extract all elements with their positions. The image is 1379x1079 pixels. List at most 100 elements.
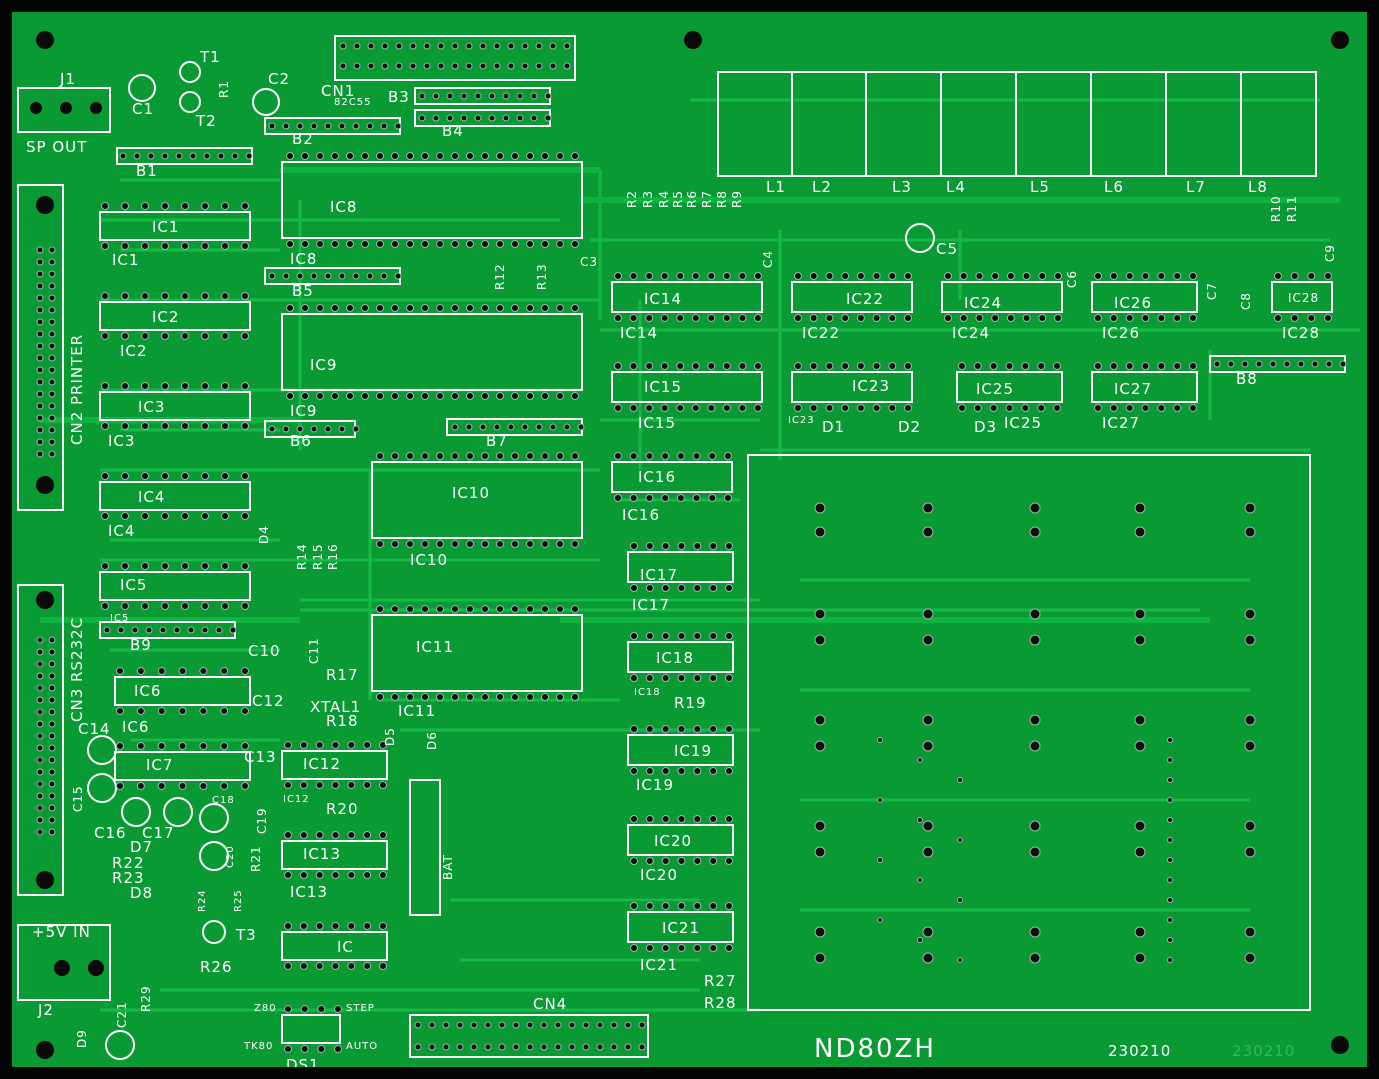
led-label-7: L7	[1186, 178, 1206, 196]
r9-label: R9	[730, 190, 744, 208]
r28-label: R28	[704, 994, 737, 1012]
ic12-label: IC12	[303, 755, 341, 773]
r14-label: R14	[295, 543, 309, 570]
b7-label: B7	[486, 432, 508, 450]
ic27-label: IC27	[1114, 380, 1152, 398]
c14-label: C14	[78, 720, 111, 738]
ic5-label: IC5	[120, 576, 148, 594]
d8-label: D8	[130, 884, 154, 902]
d4-label: D4	[257, 525, 271, 544]
led-label-3: L3	[892, 178, 912, 196]
ic22-label: IC22	[846, 290, 884, 308]
board-revision: 230210	[1108, 1042, 1172, 1060]
t3-label: T3	[236, 926, 257, 944]
j2-label: J2	[38, 1001, 54, 1019]
ic23-ref: IC23	[788, 415, 815, 426]
c21-label: C21	[115, 1001, 129, 1028]
r6-label: R6	[685, 190, 699, 208]
r26-label: R26	[200, 958, 233, 976]
c2-label: C2	[268, 70, 291, 88]
ic17-label: IC17	[640, 566, 678, 584]
j1-label: J1	[60, 70, 76, 88]
ic-label: IC	[337, 938, 354, 956]
d7-label: D7	[130, 838, 154, 856]
ic21-ref: IC21	[640, 956, 678, 974]
c19-label: C19	[255, 807, 269, 834]
r3-label: R3	[641, 190, 655, 208]
ic6-label: IC6	[134, 682, 162, 700]
ic3-label: IC3	[138, 398, 166, 416]
ic15-label: IC15	[644, 378, 682, 396]
r19-label: R19	[674, 694, 707, 712]
ic24-ref: IC24	[952, 324, 990, 342]
ic11-label: IC11	[416, 638, 454, 656]
ic6-ref: IC6	[122, 718, 150, 736]
ic25-ref: IC25	[1004, 414, 1042, 432]
xtal1-label: XTAL1	[310, 698, 362, 716]
ic22-ref: IC22	[802, 324, 840, 342]
ic20-ref: IC20	[640, 866, 678, 884]
b6-label: B6	[290, 432, 312, 450]
ic3-ref: IC3	[108, 432, 136, 450]
ic21-label: IC21	[662, 919, 700, 937]
b8-label: B8	[1236, 370, 1258, 388]
b1-label: B1	[136, 162, 158, 180]
r16-label: R16	[326, 543, 340, 570]
ic2-ref: IC2	[120, 342, 148, 360]
c3-label: C3	[580, 255, 599, 269]
led-label-4: L4	[946, 178, 966, 196]
c13-label: C13	[244, 748, 277, 766]
ic28-ref: IC28	[1282, 324, 1320, 342]
c7-label: C7	[1205, 281, 1219, 300]
r15-label: R15	[311, 543, 325, 570]
ic18-ref: IC18	[634, 687, 661, 698]
c20-label: C20	[225, 845, 236, 868]
ic1-label: IC1	[152, 218, 180, 236]
ic4-ref: IC4	[108, 522, 136, 540]
power-label: +5V IN	[32, 923, 91, 941]
r24-label: R24	[197, 889, 208, 912]
led-label-5: L5	[1030, 178, 1050, 196]
r18-label: R18	[326, 712, 359, 730]
bat-label: BAT	[441, 854, 455, 880]
cn1-label: CN1	[321, 82, 356, 100]
c9-label: C9	[1323, 243, 1337, 262]
board-name: ND80ZH	[814, 1034, 936, 1064]
r29-label: R29	[139, 985, 153, 1012]
cn1-sub-label: 82C55	[334, 97, 372, 108]
led-label-8: L8	[1248, 178, 1268, 196]
ic14-label: IC14	[644, 290, 682, 308]
sp-out-label: SP OUT	[26, 138, 88, 156]
ic27-ref: IC27	[1102, 414, 1140, 432]
ic17-ref: IC17	[632, 596, 670, 614]
ic26-ref: IC26	[1102, 324, 1140, 342]
ic16-ref: IC16	[622, 506, 660, 524]
ic8-ref: IC8	[290, 250, 318, 268]
ic10-label: IC10	[452, 484, 490, 502]
led-label-1: L1	[766, 178, 786, 196]
c16-label: C16	[94, 824, 127, 842]
c8-label: C8	[1239, 291, 1253, 310]
ic20-label: IC20	[654, 832, 692, 850]
r10-label: R10	[1269, 195, 1283, 222]
r23-label: R23	[112, 869, 145, 887]
step-label: STEP	[346, 1003, 375, 1014]
ic1-ref: IC1	[112, 251, 140, 269]
r8-label: R8	[715, 190, 729, 208]
c15-label: C15	[71, 785, 85, 812]
ic11-ref: IC11	[398, 702, 436, 720]
c18-label: C18	[212, 795, 235, 806]
c17-label: C17	[142, 824, 175, 842]
ic9-ref: IC9	[290, 402, 318, 420]
r2-label: R2	[625, 190, 639, 208]
ic13-ref: IC13	[290, 883, 328, 901]
r7-label: R7	[700, 190, 714, 208]
b9-label: B9	[130, 636, 152, 654]
b4-label: B4	[442, 122, 464, 140]
auto-label: AUTO	[346, 1041, 379, 1052]
d5-label: D5	[383, 727, 397, 746]
ic16-label: IC16	[638, 468, 676, 486]
r17-label: R17	[326, 666, 359, 684]
ic19-label: IC19	[674, 742, 712, 760]
